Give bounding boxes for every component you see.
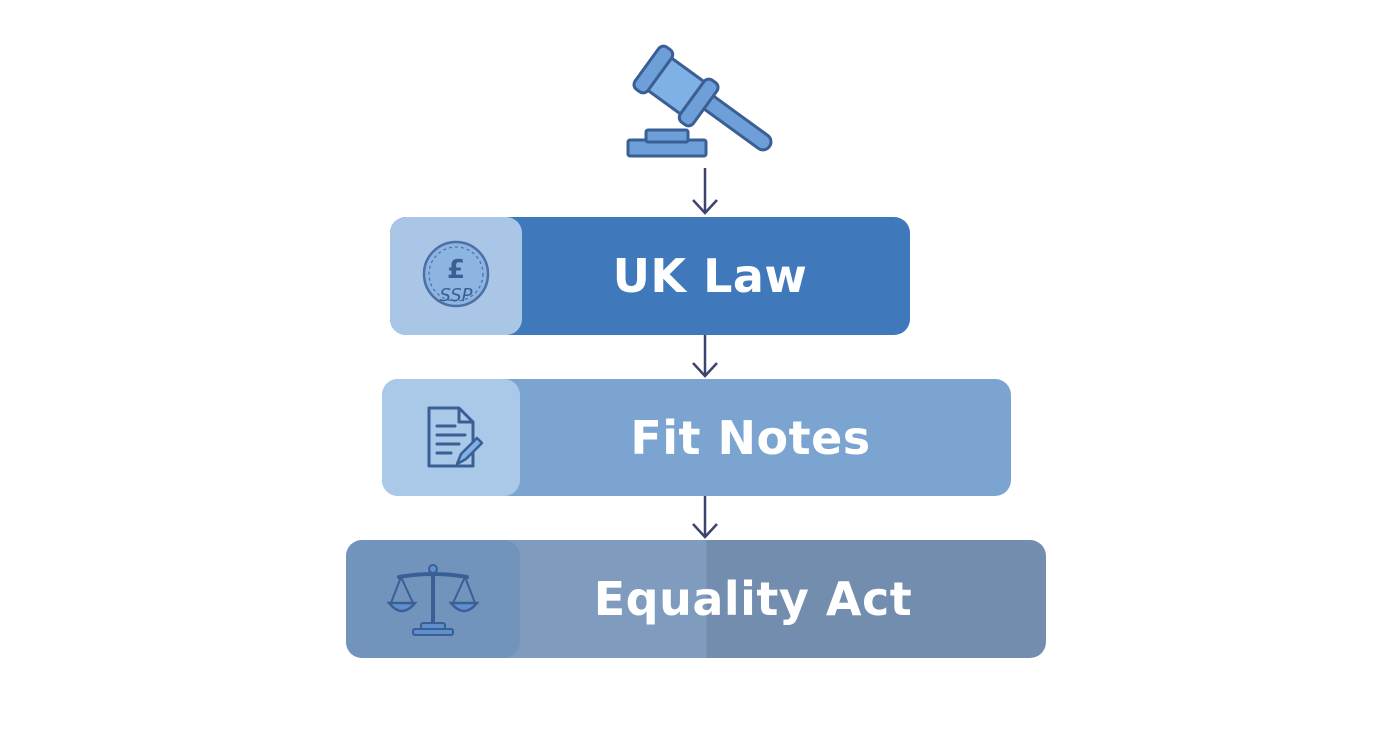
level-icon-box: £ SSP	[390, 217, 522, 335]
arrow-down-icon	[692, 496, 718, 539]
level-equality-act: Equality Act	[346, 540, 1046, 658]
level-icon-box	[382, 379, 520, 496]
level-label: Fit Notes	[630, 410, 871, 465]
arrow-down-icon	[692, 335, 718, 378]
level-uk-law: £ SSP UK Law	[390, 217, 910, 335]
level-label: UK Law	[612, 249, 808, 303]
arrow-down-icon	[692, 168, 718, 215]
document-pen-icon	[427, 406, 484, 467]
gavel-icon	[626, 44, 773, 158]
level-label: Equality Act	[593, 572, 913, 626]
pound-symbol: £	[447, 255, 465, 285]
scales-icon	[386, 564, 480, 636]
level-fit-notes: Fit Notes	[382, 379, 1011, 496]
level-icon-box	[346, 540, 520, 658]
ssp-text: SSP	[439, 285, 472, 306]
pound-coin-ssp-icon: £ SSP	[422, 240, 490, 308]
